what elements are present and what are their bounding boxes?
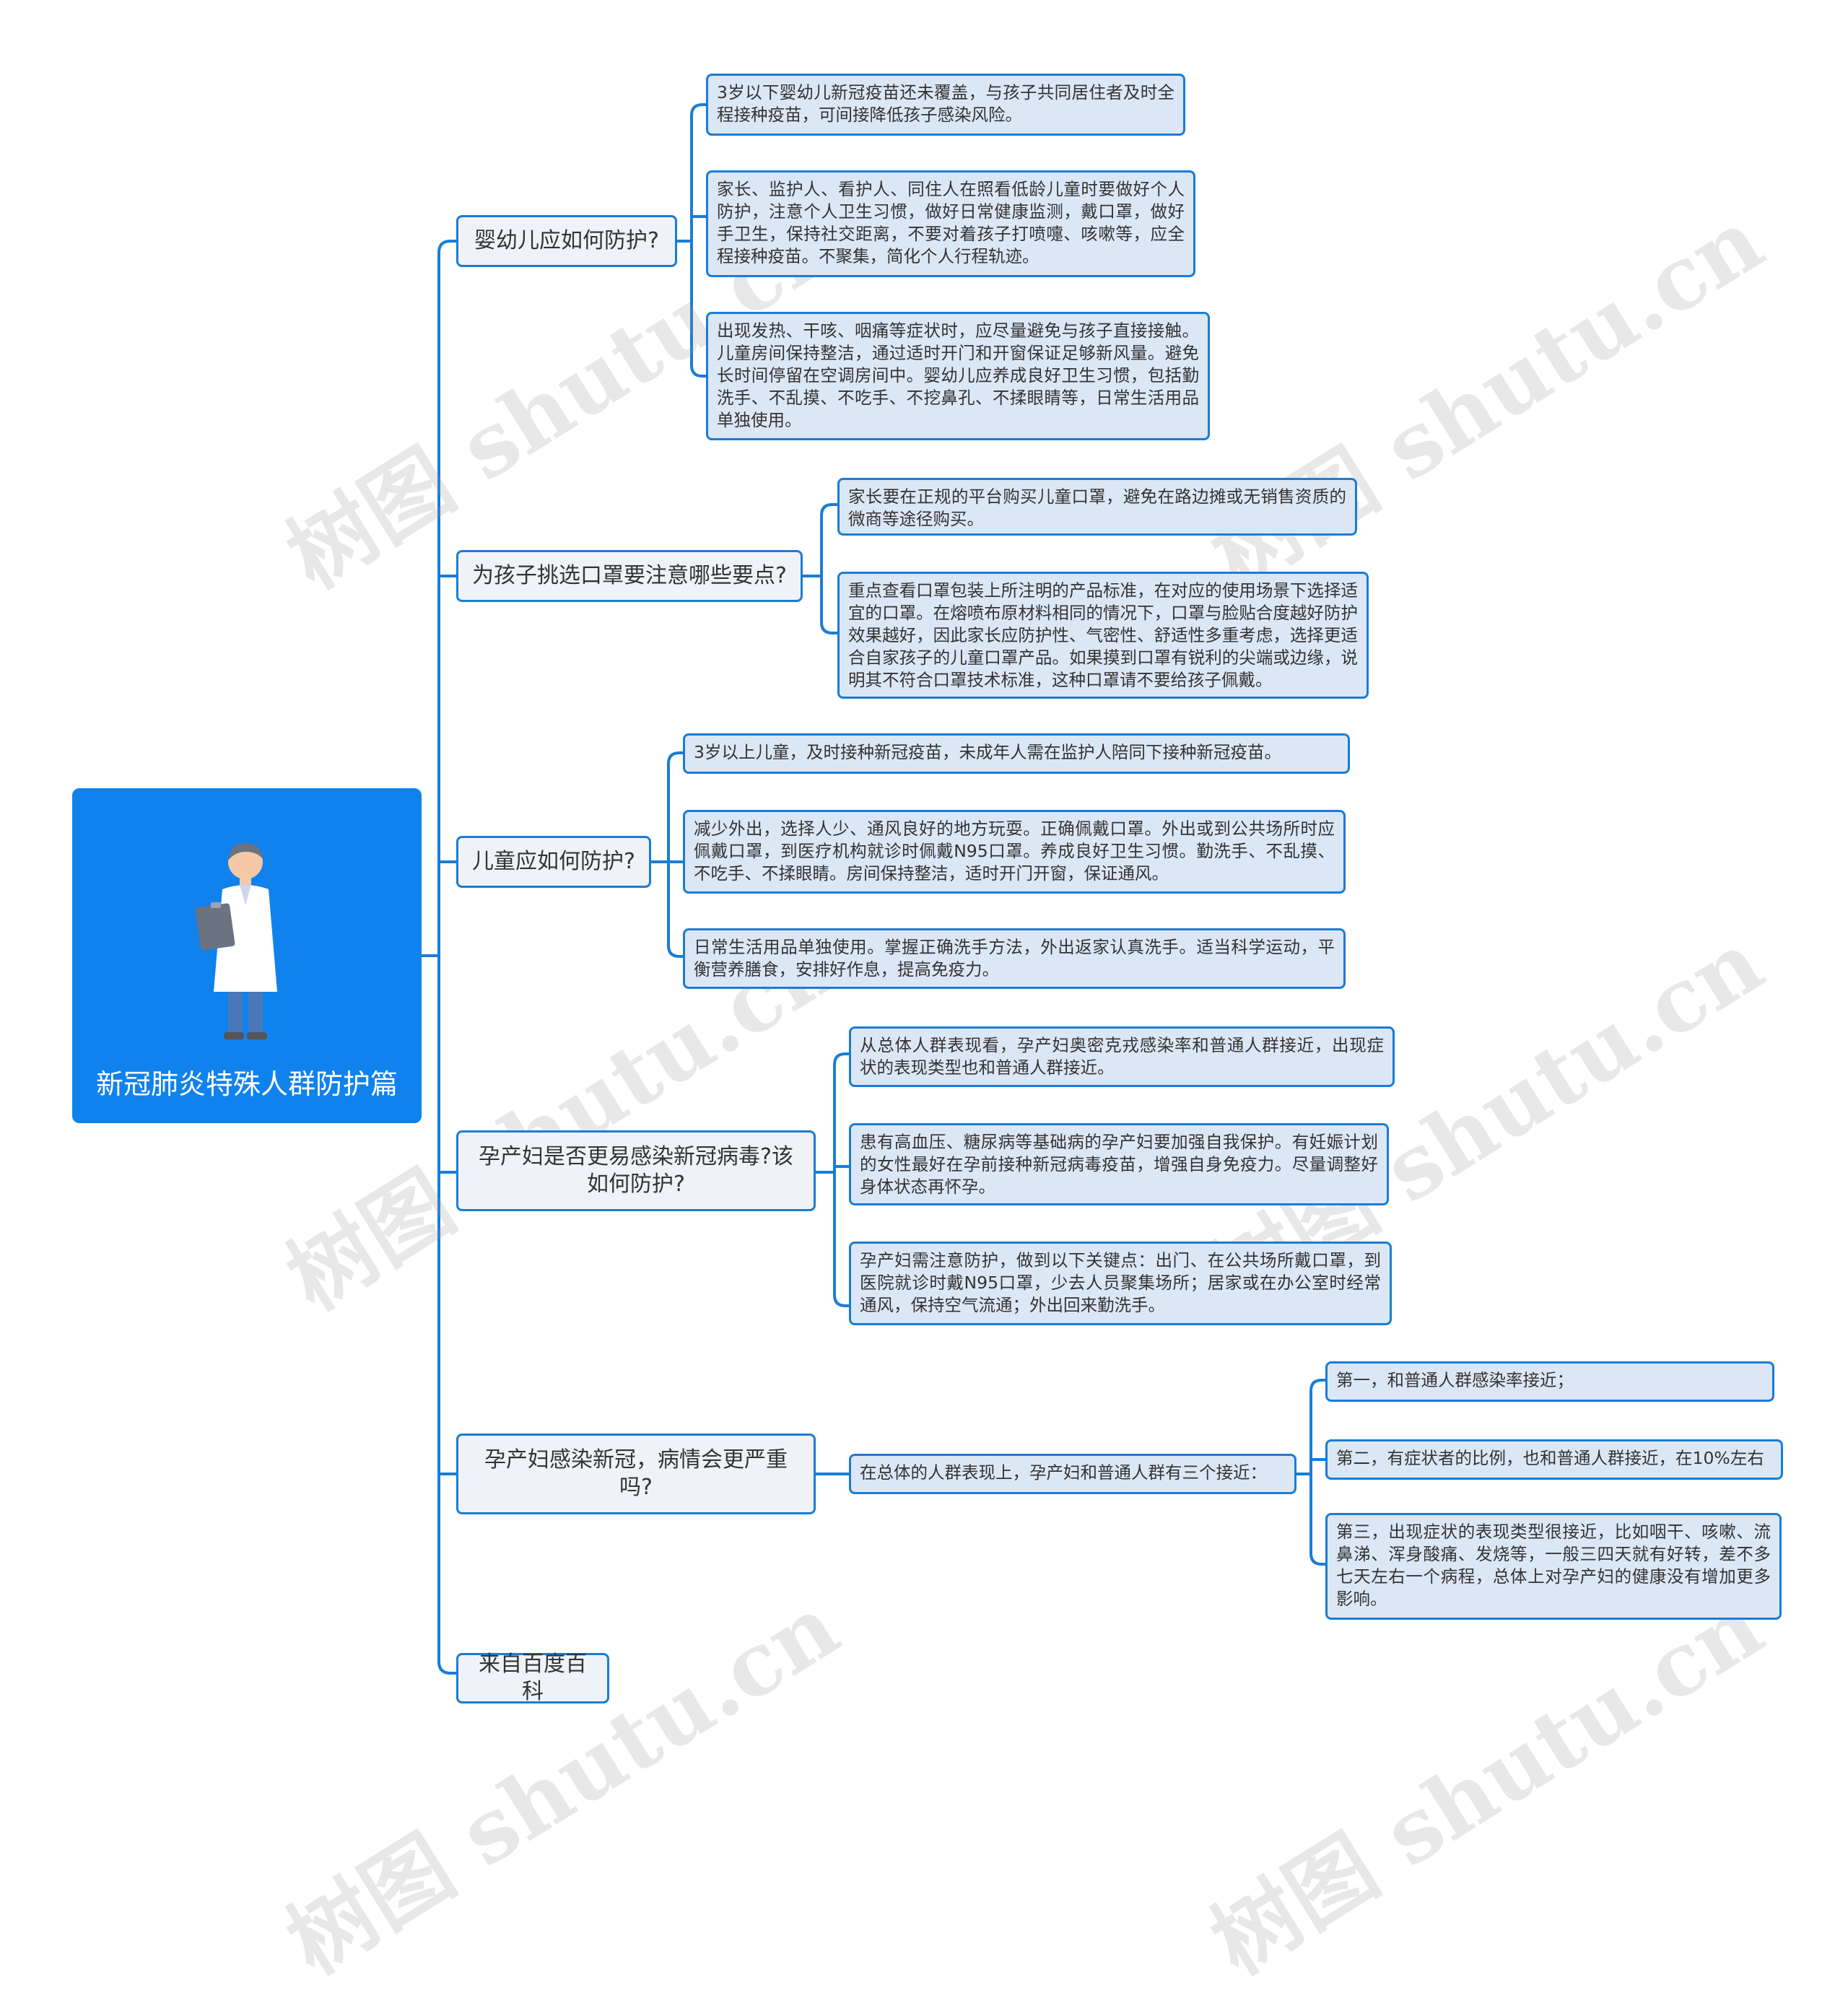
leaf-severity-1[interactable]: 第一，和普通人群感染率接近； [1325,1361,1774,1402]
leaf-infant-1[interactable]: 3岁以下婴幼儿新冠疫苗还未覆盖，与孩子共同居住者及时全程接种疫苗，可间接降低孩子… [706,74,1185,136]
root-title: 新冠肺炎特殊人群防护篇 [95,1068,398,1100]
topic-pregnant-infection[interactable]: 孕产妇是否更易感染新冠病毒?该如何防护? [456,1130,816,1211]
topic-label: 为孩子挑选口罩要注意哪些要点? [472,563,787,588]
leaf-mask-1[interactable]: 家长要在正规的平台购买儿童口罩，避免在路边摊或无销售资质的微商等途径购买。 [837,478,1357,536]
topic-label: 婴幼儿应如何防护? [474,228,659,253]
leaf-child-2[interactable]: 减少外出，选择人少、通风良好的地方玩耍。正确佩戴口罩。外出或到公共场所时应佩戴口… [683,810,1346,894]
leaf-child-1[interactable]: 3岁以上儿童，及时接种新冠疫苗，未成年人需在监护人陪同下接种新冠疫苗。 [683,733,1350,774]
topic-infant-protection[interactable]: 婴幼儿应如何防护? [456,215,677,267]
leaf-infant-2[interactable]: 家长、监护人、看护人、同住人在照看低龄儿童时要做好个人防护，注意个人卫生习惯，做… [706,170,1195,277]
topic-label: 来自百度百科 [479,1652,587,1704]
topic-source[interactable]: 来自百度百科 [456,1652,609,1704]
topic-label: 儿童应如何防护? [472,849,635,874]
leaf-pregnant-1[interactable]: 从总体人群表现看，孕产妇奥密克戎感染率和普通人群接近，出现症状的表现类型也和普通… [849,1026,1395,1087]
leaf-infant-3[interactable]: 出现发热、干咳、咽痛等症状时，应尽量避免与孩子直接接触。儿童房间保持整洁，通过适… [706,312,1210,440]
leaf-pregnant-2[interactable]: 患有高血压、糖尿病等基础病的孕产妇要加强自我保护。有妊娠计划的女性最好在孕前接种… [849,1123,1389,1205]
topic-child-protection[interactable]: 儿童应如何防护? [456,836,651,888]
topic-pregnant-severity[interactable]: 孕产妇感染新冠，病情会更严重吗? [456,1434,816,1514]
leaf-severity-3[interactable]: 第三，出现症状的表现类型很接近，比如咽干、咳嗽、流鼻涕、浑身酸痛、发烧等，一般三… [1325,1513,1782,1620]
leaf-severity-2[interactable]: 第二，有症状者的比例，也和普通人群接近，在10%左右 [1325,1439,1783,1480]
topic-mask-selection[interactable]: 为孩子挑选口罩要注意哪些要点? [456,550,803,602]
topic-label: 孕产妇是否更易感染新冠病毒?该如何防护? [479,1144,793,1197]
leaf-mask-2[interactable]: 重点查看口罩包装上所注明的产品标准，在对应的使用场景下选择适宜的口罩。在熔喷布原… [837,572,1369,699]
topic-label: 孕产妇感染新冠，病情会更严重吗? [484,1447,788,1500]
leaf-severity-summary[interactable]: 在总体的人群表现上，孕产妇和普通人群有三个接近： [849,1454,1296,1494]
connector-lines [420,103,1327,1675]
leaf-child-3[interactable]: 日常生活用品单独使用。掌握正确洗手方法，外出返家认真洗手。适当科学运动，平衡营养… [683,928,1346,989]
doctor-icon [195,843,277,1039]
leaf-pregnant-3[interactable]: 孕产妇需注意防护，做到以下关键点：出门、在公共场所戴口罩，到医院就诊时戴N95口… [849,1242,1392,1325]
root-node[interactable]: 新冠肺炎特殊人群防护篇 [72,788,422,1123]
